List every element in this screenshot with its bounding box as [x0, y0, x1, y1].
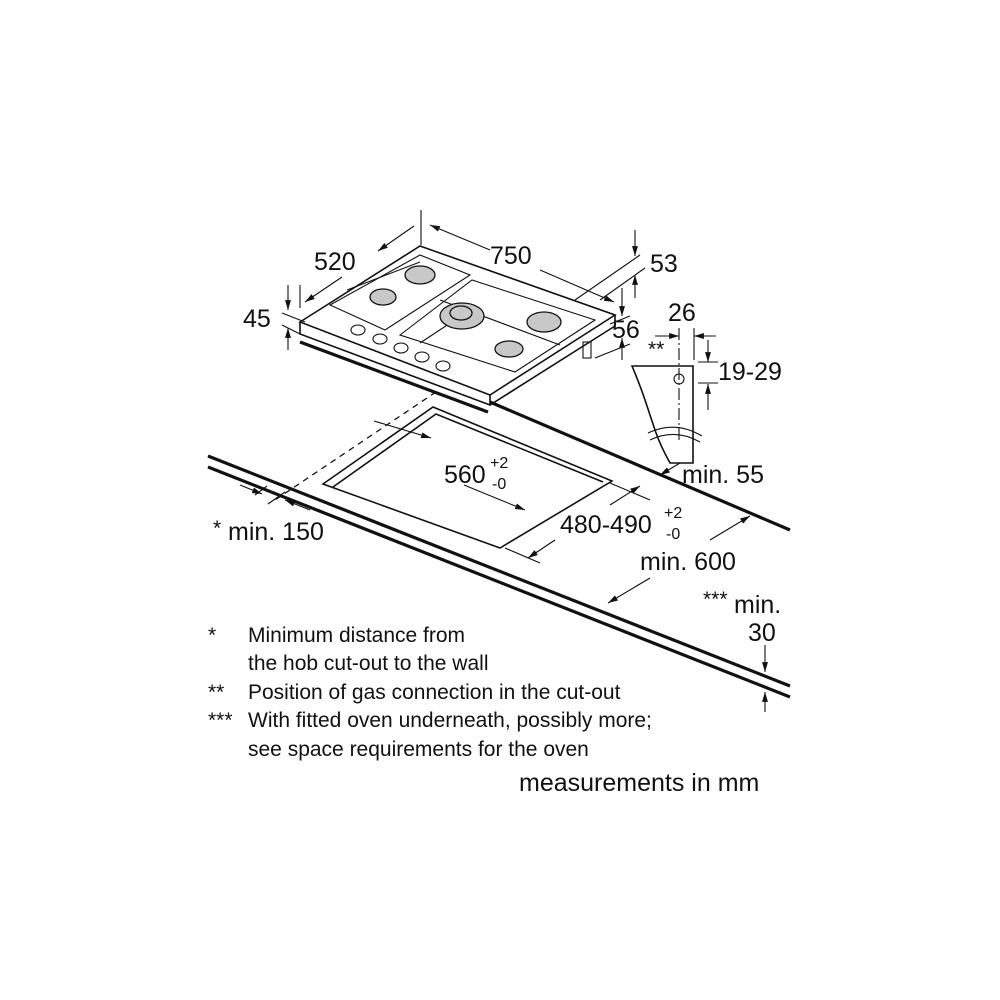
pan-support-left — [328, 254, 472, 331]
min-back-label: min. 55 — [682, 461, 764, 489]
min-wall-marker: * — [213, 517, 221, 540]
legend-marker: ** — [208, 681, 224, 704]
burner — [404, 265, 436, 285]
worktop-front-edge-bottom — [207, 465, 791, 699]
cutout-depth-tol-plus: +2 — [664, 505, 682, 522]
legend-text: see space requirements for the oven — [248, 738, 589, 761]
gas-inlet — [582, 341, 592, 359]
height-label: 45 — [243, 305, 271, 333]
cutout-width-tol-plus: +2 — [490, 455, 508, 472]
back-offset-label: 53 — [650, 250, 678, 278]
dimension-lines — [239, 210, 768, 712]
legend-text: Minimum distance from — [248, 624, 465, 647]
min-below-value: 30 — [748, 619, 776, 647]
cutout-depth-label: 480-490 — [560, 511, 652, 539]
cutout — [321, 406, 614, 549]
units-note: measurements in mm — [519, 769, 759, 797]
legend-text: Position of gas connection in the cut-ou… — [248, 681, 621, 704]
width-label: 750 — [490, 242, 532, 270]
burner — [494, 340, 524, 358]
legend-text: the hob cut-out to the wall — [248, 652, 489, 675]
min-below-marker: *** — [703, 588, 728, 611]
worktop-front-edge-top — [207, 454, 791, 688]
cutout-inner-edge — [332, 413, 604, 488]
cutout-width-tol-minus: -0 — [492, 476, 506, 493]
gas-side-label: 26 — [668, 299, 696, 327]
min-worktop-label: min. 600 — [640, 548, 736, 576]
burner — [369, 288, 397, 306]
legend: * Minimum distance from the hob cut-out … — [208, 624, 759, 797]
worktop-section — [630, 365, 694, 464]
burner — [526, 311, 562, 333]
gas-connection-icon — [673, 373, 685, 385]
min-wall-label: min. 150 — [228, 518, 324, 546]
cutout-width-label: 560 — [444, 461, 486, 489]
pan-support-right — [398, 279, 597, 373]
min-below-label: min. — [734, 591, 781, 619]
gas-hob — [298, 245, 617, 414]
legend-marker: * — [208, 624, 216, 647]
hob-side-projection — [271, 391, 437, 503]
worktop — [207, 391, 791, 699]
legend-marker: *** — [208, 709, 233, 732]
worktop-back-edge — [489, 400, 791, 532]
control-knobs — [350, 324, 451, 372]
cutout-depth-tol-minus: -0 — [666, 526, 680, 543]
depth-label: 520 — [314, 248, 356, 276]
gas-height-label: 19-29 — [718, 358, 782, 386]
gas-offset-label: 56 — [612, 316, 640, 344]
cutout-outer — [321, 406, 614, 549]
dimension-labels: 750 520 45 53 56 26 ** 19-29 min. 55 560… — [213, 242, 782, 647]
gas-marker: ** — [648, 338, 664, 361]
legend-text: With fitted oven underneath, possibly mo… — [248, 709, 652, 732]
